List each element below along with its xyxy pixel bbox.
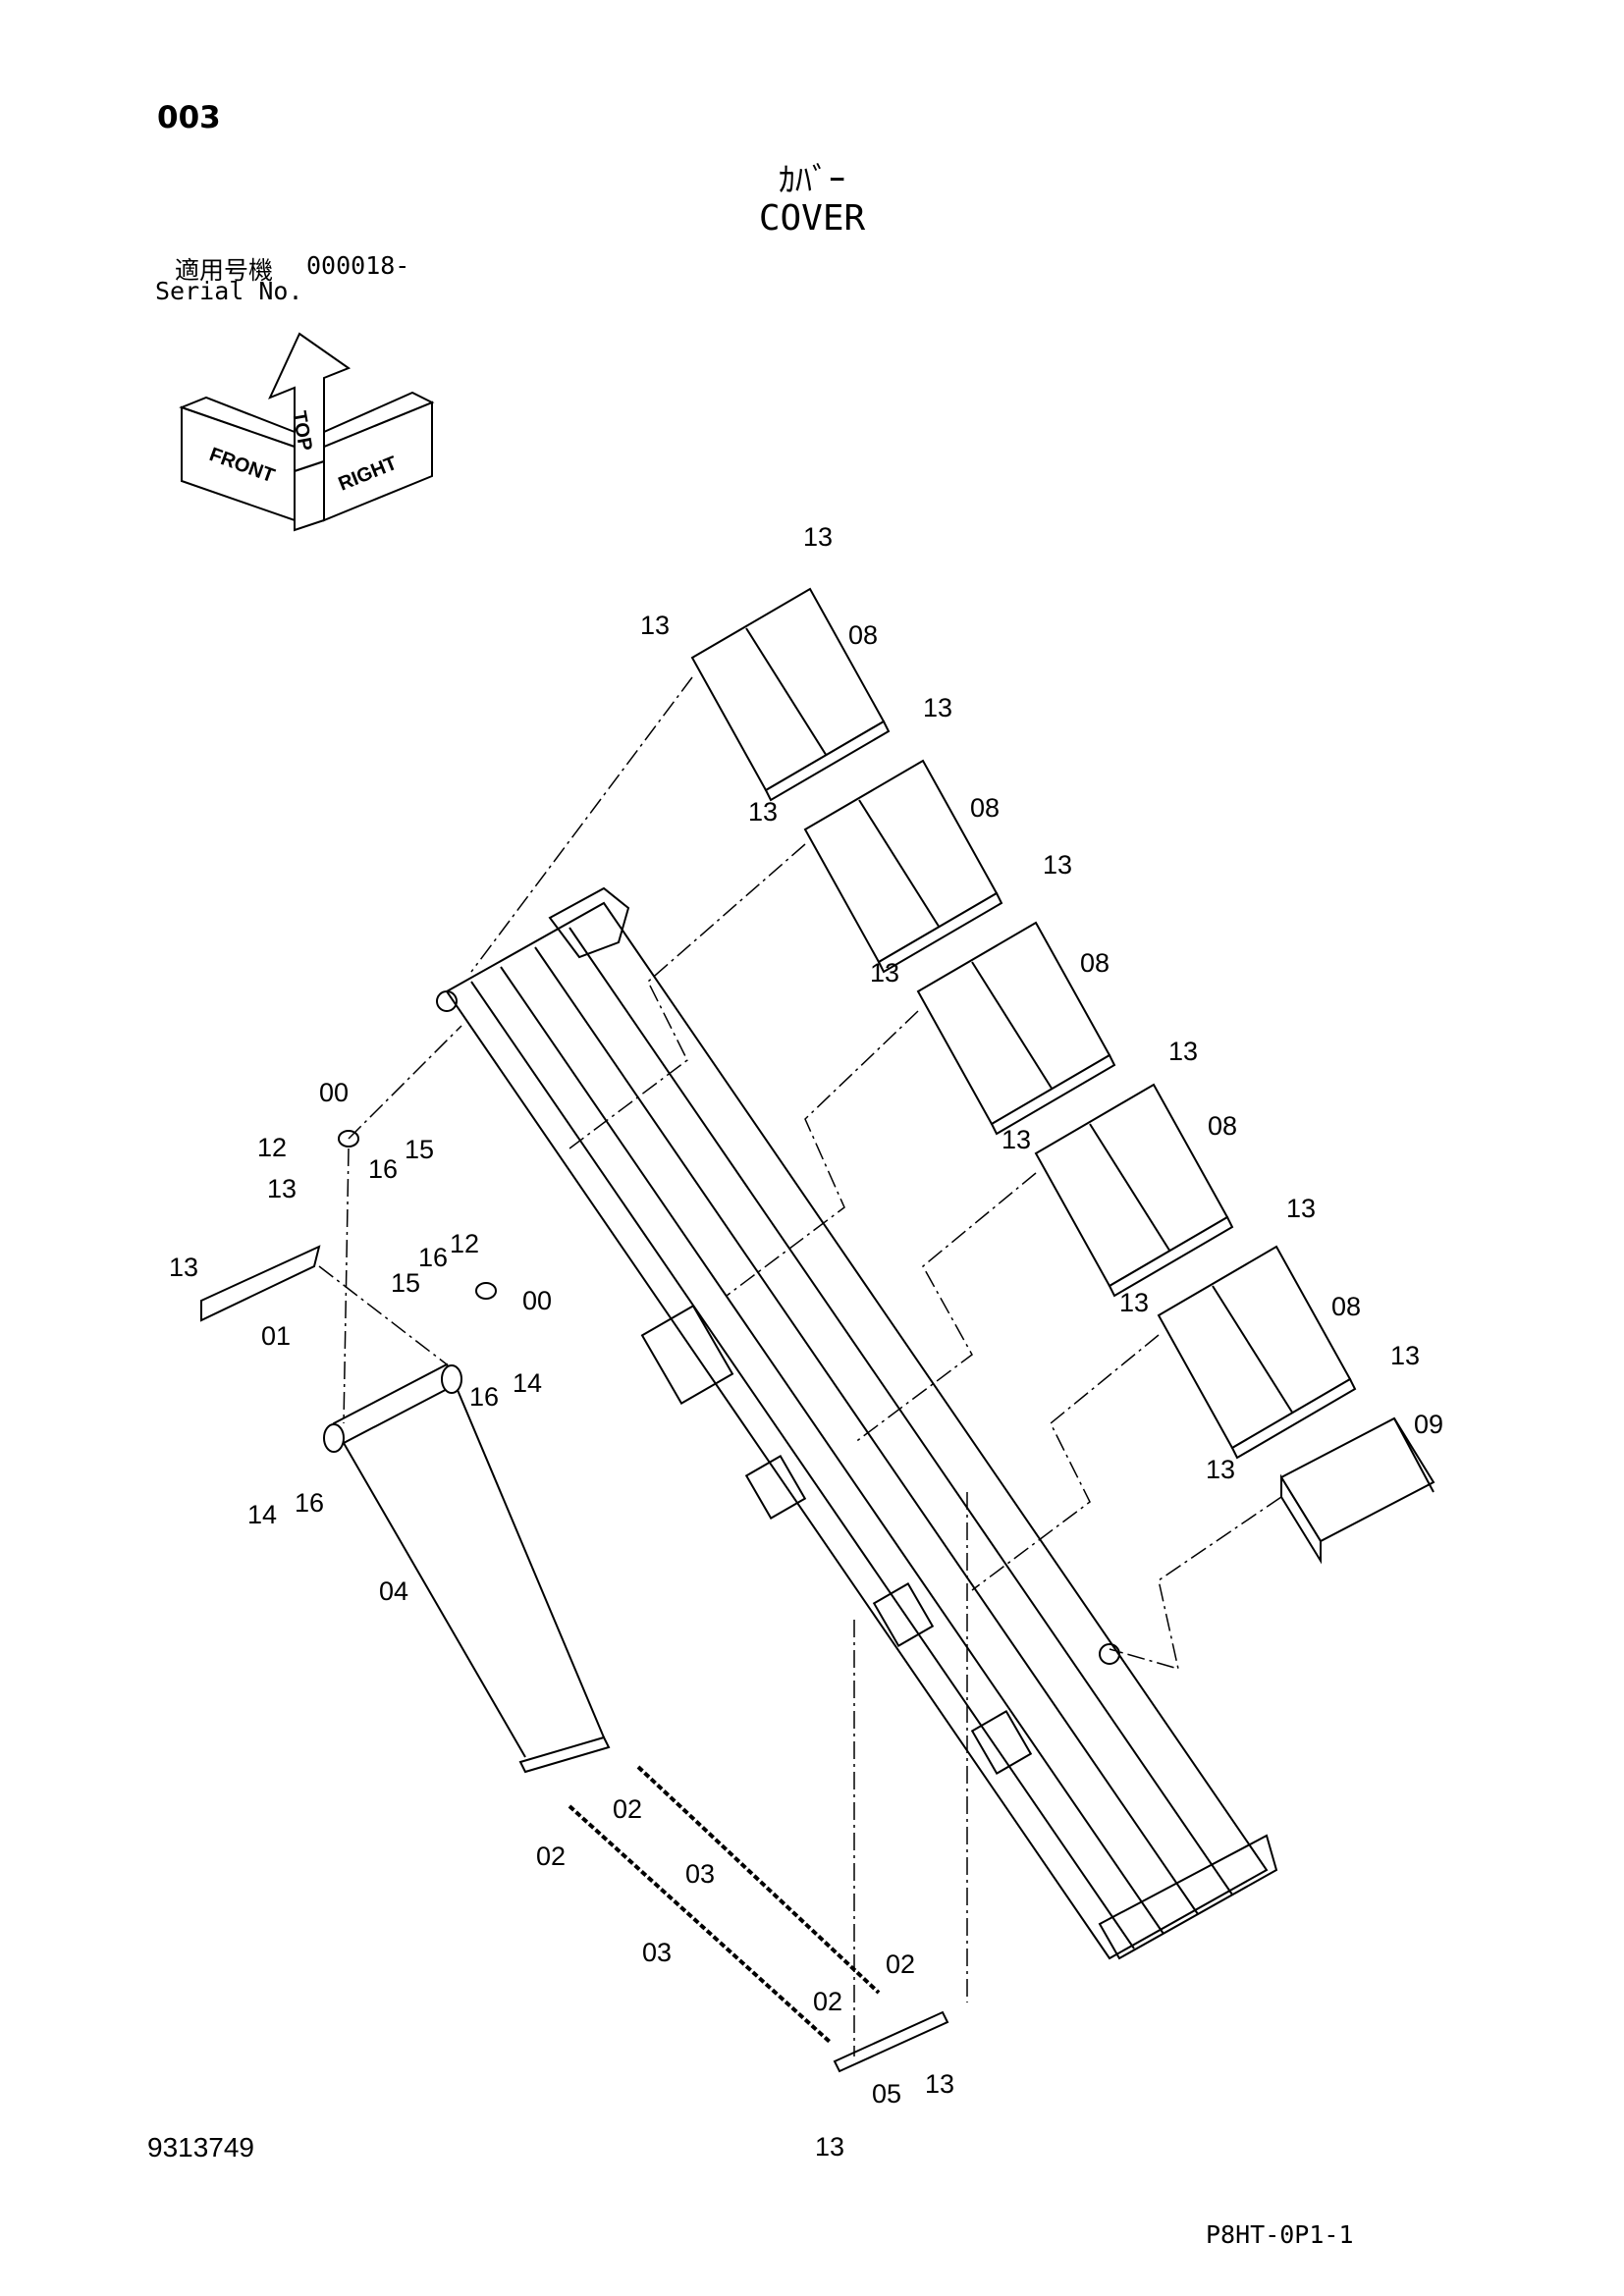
frame-04-rail bbox=[343, 1442, 526, 1758]
boom-bracket bbox=[970, 1709, 1033, 1776]
callout: 14 bbox=[247, 1500, 277, 1529]
title-japanese: ｶﾊﾞｰ bbox=[779, 161, 845, 200]
callout: 13 bbox=[870, 958, 899, 988]
cover-panel-08 bbox=[1034, 1083, 1234, 1298]
boom-rail bbox=[534, 946, 1199, 1915]
fitting-00 bbox=[475, 1282, 497, 1300]
pin-boss bbox=[436, 990, 458, 1012]
lower-parts bbox=[200, 1130, 949, 2073]
callout: 02 bbox=[613, 1794, 642, 1824]
cover-panels bbox=[690, 587, 1435, 1565]
callout: 01 bbox=[261, 1321, 291, 1351]
boom-body bbox=[436, 886, 1278, 1960]
boom-bracket bbox=[640, 1304, 734, 1406]
document-number: 9313749 bbox=[147, 2132, 255, 2163]
callout: 08 bbox=[1080, 948, 1110, 978]
frame-04-rail bbox=[446, 1363, 605, 1738]
serial-label-english: Serial No. bbox=[155, 277, 303, 305]
callout: 13 bbox=[1286, 1194, 1316, 1223]
callout: 02 bbox=[886, 1949, 915, 1979]
cover-panel-09 bbox=[1279, 1416, 1435, 1565]
frame-04-top bbox=[332, 1362, 459, 1445]
callout: 15 bbox=[391, 1268, 420, 1298]
callout: 13 bbox=[925, 2069, 954, 2099]
bar-05 bbox=[833, 2010, 949, 2073]
callout: 16 bbox=[368, 1154, 398, 1184]
callout: 13 bbox=[169, 1253, 198, 1282]
callout: 14 bbox=[513, 1368, 542, 1398]
chain-03 bbox=[636, 1765, 881, 1995]
callout: 03 bbox=[685, 1859, 715, 1889]
callout: 13 bbox=[748, 797, 778, 827]
cover-panel-08 bbox=[803, 759, 1003, 974]
callout: 00 bbox=[319, 1078, 349, 1107]
cover-panel-08 bbox=[916, 921, 1116, 1136]
boom-rail bbox=[470, 981, 1135, 1949]
callout: 09 bbox=[1414, 1410, 1443, 1439]
callout: 13 bbox=[1168, 1037, 1198, 1066]
callout: 13 bbox=[1119, 1288, 1149, 1317]
callout: 13 bbox=[1206, 1455, 1235, 1484]
boom-rail bbox=[568, 927, 1233, 1896]
callout: 15 bbox=[405, 1135, 434, 1164]
clamp-16 bbox=[441, 1364, 462, 1394]
callout: 08 bbox=[1208, 1111, 1237, 1141]
callout: 13 bbox=[1390, 1341, 1420, 1370]
serial-label-japanese: 適用号機 bbox=[175, 256, 274, 285]
projection-lines bbox=[318, 676, 1282, 2056]
callout: 16 bbox=[295, 1488, 324, 1518]
orientation-icon: TOP FRONT RIGHT bbox=[179, 332, 435, 532]
callout: 12 bbox=[257, 1133, 287, 1162]
page-number: 003 bbox=[157, 100, 221, 135]
chain-03 bbox=[568, 1804, 832, 2044]
boom-bracket bbox=[872, 1581, 935, 1648]
callout: 02 bbox=[536, 1842, 566, 1871]
callout: 13 bbox=[923, 693, 952, 722]
callout: 13 bbox=[267, 1174, 297, 1203]
callout: 12 bbox=[450, 1229, 479, 1258]
pin-boss bbox=[1099, 1643, 1120, 1665]
callout: 13 bbox=[1043, 850, 1072, 880]
callout: 13 bbox=[640, 611, 670, 640]
serial-number-value: 000018- bbox=[306, 251, 410, 280]
callout: 16 bbox=[469, 1382, 499, 1412]
cube-corner bbox=[294, 459, 325, 532]
title-english: COVER bbox=[758, 198, 866, 239]
callout: 02 bbox=[813, 1987, 842, 2016]
boom-bracket bbox=[744, 1454, 807, 1521]
callout: 08 bbox=[970, 793, 1000, 823]
plate-01 bbox=[200, 1245, 321, 1322]
cover-panel-08 bbox=[1157, 1245, 1357, 1460]
clamp-16 bbox=[323, 1423, 345, 1453]
boom-outline bbox=[445, 901, 1269, 1960]
frame-04-bottom bbox=[518, 1735, 611, 1774]
callout: 13 bbox=[815, 2132, 844, 2162]
right-arrow-top bbox=[323, 391, 435, 449]
callout: 03 bbox=[642, 1938, 672, 1967]
boom-head bbox=[548, 886, 630, 959]
callout-labels: 13 13 08 13 13 08 13 13 08 13 13 08 13 1… bbox=[169, 522, 1443, 2162]
callout: 08 bbox=[848, 620, 878, 650]
callout: 16 bbox=[418, 1243, 448, 1272]
cover-panel-08 bbox=[690, 587, 891, 802]
callout: 05 bbox=[872, 2079, 901, 2109]
boom-rail bbox=[500, 966, 1164, 1935]
callout: 13 bbox=[1001, 1125, 1031, 1154]
callout: 00 bbox=[522, 1286, 552, 1315]
sheet-code: P8HT-0P1-1 bbox=[1206, 2220, 1354, 2249]
front-arrow-top bbox=[179, 396, 296, 449]
boom-foot bbox=[1098, 1834, 1278, 1960]
callout: 04 bbox=[379, 1576, 408, 1606]
callout: 08 bbox=[1331, 1292, 1361, 1321]
callout: 13 bbox=[803, 522, 833, 552]
